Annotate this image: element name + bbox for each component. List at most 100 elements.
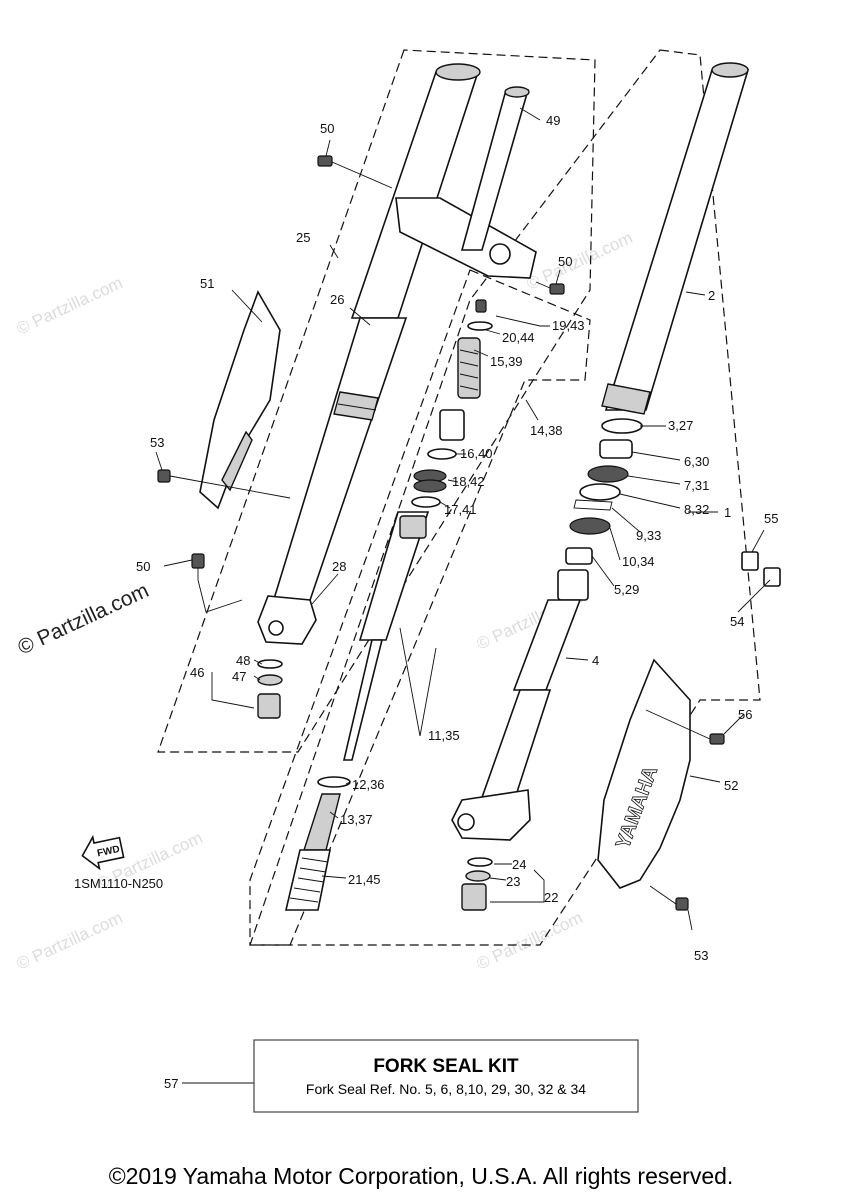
part-14-38: [439, 409, 465, 441]
watermark-text: © Partzilla.com: [14, 908, 126, 974]
left-dust-seal: [333, 391, 379, 421]
callout-28: 28: [332, 559, 346, 574]
kit-title: FORK SEAL KIT: [373, 1056, 519, 1077]
part-13-37: [303, 793, 341, 851]
part-23: [465, 870, 491, 882]
callout-22: 22: [544, 890, 558, 905]
callout-21-45: 21,45: [348, 872, 381, 887]
callout-18-42: 18,42: [452, 474, 485, 489]
callout-4: 4: [592, 653, 599, 668]
part-5-29: [565, 547, 593, 565]
right-fork-guard: YAMAHA: [597, 551, 781, 911]
left-tube-cap: [435, 63, 481, 81]
washer-47: [257, 674, 283, 686]
spring-21-45: [284, 849, 331, 911]
o-ring-48: [257, 659, 283, 669]
clip-55: [741, 551, 759, 571]
part-15-39: [457, 337, 481, 399]
callout-56: 56: [738, 707, 752, 722]
kit-subtitle: Fork Seal Ref. No. 5, 6, 8,10, 29, 30, 3…: [306, 1081, 586, 1097]
callout-20-44: 20,44: [502, 330, 535, 345]
callout-9-33: 9,33: [636, 528, 661, 543]
bolt-56: [709, 733, 725, 745]
callout-16-40: 16,40: [460, 446, 493, 461]
watermark-strong-text: © Partzilla.com: [14, 579, 152, 660]
part-12-36: [317, 776, 351, 788]
callout-50: 50: [558, 254, 572, 269]
fork-seal-kit-box: FORK SEAL KIT Fork Seal Ref. No. 5, 6, 8…: [253, 1039, 639, 1113]
callout-2: 2: [708, 288, 715, 303]
callout-49: 49: [546, 113, 560, 128]
callout-52: 52: [724, 778, 738, 793]
callout-55: 55: [764, 511, 778, 526]
callout-17-41: 17,41: [444, 502, 477, 517]
steering-stem: [460, 89, 530, 251]
callout-50: 50: [136, 559, 150, 574]
part-8-32: [579, 483, 621, 501]
bolt-50-right: [535, 281, 565, 295]
callout-5-29: 5,29: [614, 582, 639, 597]
bolt-50-left: [191, 553, 205, 580]
callout-14-38: 14,38: [530, 423, 563, 438]
stem-top: [504, 86, 530, 98]
part-6-30: [599, 439, 633, 459]
bolt-53-left: [157, 469, 171, 483]
bolt-46: [257, 693, 281, 719]
fork-guard-51: [199, 290, 281, 510]
callout-7-31: 7,31: [684, 478, 709, 493]
callout-47: 47: [232, 669, 246, 684]
callout-11-35: 11,35: [428, 728, 460, 743]
damper-rod-11-35: [358, 511, 430, 641]
callout-54: 54: [730, 614, 744, 629]
copyright-text: ©2019 Yamaha Motor Corporation, U.S.A. A…: [109, 1163, 734, 1189]
callout-8-32: 8,32: [684, 502, 709, 517]
callout-24: 24: [512, 857, 526, 872]
damper-cartridge: [284, 299, 493, 911]
left-inner-tube: [350, 71, 480, 319]
part-3-27: [601, 418, 643, 434]
fwd-arrow: FWD: [81, 834, 125, 871]
callout-6-30: 6,30: [684, 454, 709, 469]
callout-labels: 49 50 50 2 25 26 51 19,43 20,44 15,39 14…: [136, 113, 778, 1091]
part-10-34: [569, 517, 611, 535]
callout-12-36: 12,36: [352, 777, 385, 792]
callout-1: 1: [724, 505, 731, 520]
bolt-50-top: [317, 155, 393, 189]
callout-53: 53: [150, 435, 164, 450]
left-axle-bracket: [257, 595, 317, 645]
part-20-44: [467, 321, 493, 331]
watermark-text: © Partzilla.com: [14, 273, 126, 339]
part-9-33: [573, 499, 613, 511]
right-fork-assembly: [451, 62, 750, 911]
callout-19-43: 19,43: [552, 318, 585, 333]
callout-3-27: 3,27: [668, 418, 693, 433]
callout-48: 48: [236, 653, 250, 668]
part-7-31: [587, 465, 629, 483]
callout-25: 25: [296, 230, 310, 245]
damper-outline: [249, 269, 591, 946]
left-axle-hole: [268, 620, 284, 636]
left-fork-assembly: [191, 63, 565, 719]
callout-57: 57: [164, 1076, 178, 1091]
callout-26: 26: [330, 292, 344, 307]
callout-46: 46: [190, 665, 204, 680]
left-fork-guard: [157, 290, 291, 510]
part-24: [467, 857, 493, 867]
fork-guard-52: [597, 658, 691, 889]
part-17-41: [411, 496, 441, 508]
leader-lines: [155, 107, 771, 1084]
fwd-label: FWD: [96, 844, 121, 859]
part-19-43: [475, 299, 487, 313]
callout-13-37: 13,37: [340, 812, 373, 827]
callout-53: 53: [694, 948, 708, 963]
right-dust-seal: [601, 383, 651, 415]
bolt-53-right: [675, 897, 689, 911]
part-22: [461, 883, 487, 911]
callout-15-39: 15,39: [490, 354, 523, 369]
left-fork-outline: [157, 49, 596, 753]
callout-10-34: 10,34: [622, 554, 655, 569]
callout-23: 23: [506, 874, 520, 889]
watermark-text: © Partzilla.com: [474, 908, 586, 974]
part-16-40: [427, 448, 457, 460]
